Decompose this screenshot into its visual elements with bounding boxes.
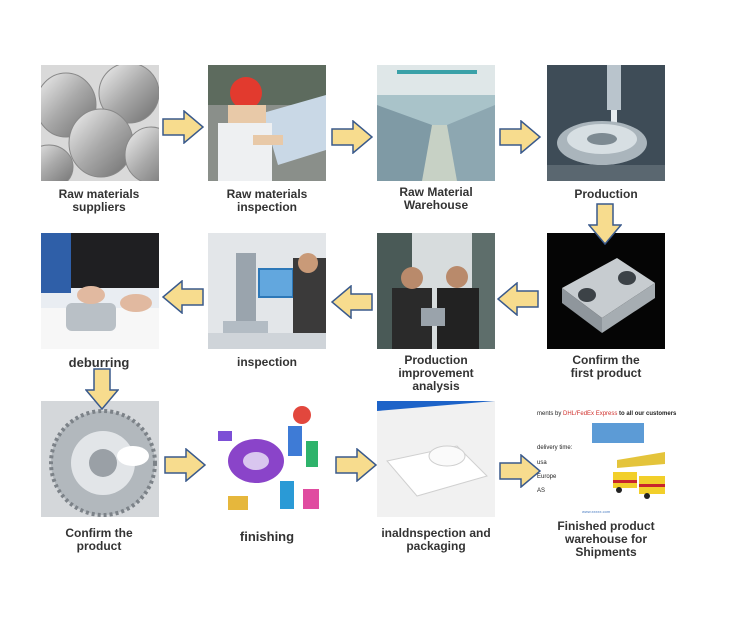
headline-carriers: DHL/FedEx Express: [563, 411, 618, 417]
caption-confirm-the-product: Confirm the product: [24, 527, 174, 553]
cnc-machine-photo: [547, 65, 665, 181]
caption-line: Finished product: [557, 519, 655, 533]
arrow-down-icon: [85, 368, 119, 410]
shipping-headline: ments by DHL/FedEx Express to all our cu…: [537, 411, 676, 417]
arrow-left-icon: [497, 282, 539, 316]
dhl-trucks-icon: [607, 450, 667, 504]
caption-raw-material-warehouse: Raw Material Warehouse: [361, 186, 511, 212]
caption-line: analysis: [412, 379, 460, 393]
caption-line: deburring: [68, 355, 130, 370]
caption-finished-product-warehouse: Finished product warehouse for Shipments: [531, 520, 681, 559]
step-raw-materials-suppliers: [41, 65, 159, 181]
caption-line: Raw Material: [399, 185, 473, 199]
arrow-right-icon: [162, 110, 204, 144]
packaging-photo: [377, 401, 495, 517]
step-finishing: [208, 401, 326, 517]
step-finished-product-warehouse: ments by DHL/FedEx Express to all our cu…: [537, 405, 676, 517]
step-confirm-first-product: [547, 233, 665, 349]
shipping-footer: www.xxxxx.com: [582, 509, 611, 514]
step-inspection: [208, 233, 326, 349]
caption-line: Confirm the: [572, 353, 640, 367]
headline-suffix: to all our customers: [617, 411, 677, 417]
caption-inspection: inspection: [192, 356, 342, 369]
delivery-row-europe: Europe: [537, 474, 557, 480]
workshop-analysis-photo: [377, 233, 495, 349]
caption-production-improvement-analysis: Production improvement analysis: [361, 354, 511, 393]
caption-line: Production: [574, 187, 638, 201]
caption-raw-materials-suppliers: Raw materials suppliers: [24, 188, 174, 214]
arrow-left-icon: [162, 280, 204, 314]
arrow-down-icon: [588, 203, 622, 245]
step-production: [547, 65, 665, 181]
caption-line: Confirm the: [65, 526, 133, 540]
step-raw-materials-inspection: [208, 65, 326, 181]
caption-line: Shipments: [575, 545, 637, 559]
machined-part-photo: [547, 233, 665, 349]
step-deburring: [41, 233, 159, 349]
headline-prefix: ments by: [537, 411, 564, 417]
gear-part-photo: [41, 401, 159, 517]
caption-line: product: [76, 539, 122, 553]
caption-line: Production: [404, 353, 468, 367]
arrow-right-icon: [331, 120, 373, 154]
caption-confirm-first-product: Confirm the first product: [531, 354, 681, 380]
delivery-row-usa: usa: [537, 460, 547, 466]
caption-line: finishing: [239, 529, 295, 544]
step-confirm-the-product: [41, 401, 159, 517]
world-map-icon: [592, 423, 644, 443]
delivery-row-as: AS: [537, 488, 546, 494]
step-production-improvement-analysis: [377, 233, 495, 349]
arrow-right-icon: [499, 454, 541, 488]
caption-production: Production: [531, 188, 681, 201]
caption-line: inspection: [236, 355, 297, 369]
step-raw-material-warehouse: [377, 65, 495, 181]
caption-line: first product: [570, 366, 642, 380]
caption-line: Raw materials: [226, 187, 308, 201]
caption-line: improvement: [398, 366, 474, 380]
warehouse-photo: [377, 65, 495, 181]
caption-line: inspection: [236, 200, 297, 214]
step-final-inspection-packaging: [377, 401, 495, 517]
inspector-photo: [208, 65, 326, 181]
caption-raw-materials-inspection: Raw materials inspection: [192, 188, 342, 214]
anodized-parts-photo: [208, 401, 326, 517]
arrow-left-icon: [331, 285, 373, 319]
steel-bars-photo: [41, 65, 159, 181]
caption-line: packaging: [406, 539, 466, 553]
caption-line: Warehouse: [403, 198, 469, 212]
delivery-time-label: delivery time:: [537, 445, 573, 451]
shipping-info-card: ments by DHL/FedEx Express to all our cu…: [537, 405, 676, 517]
arrow-right-icon: [164, 448, 206, 482]
caption-line: inaldnspection and: [381, 526, 491, 540]
caption-line: warehouse for: [564, 532, 648, 546]
caption-deburring: deburring: [24, 356, 174, 369]
laser-inspection-photo: [208, 233, 326, 349]
caption-line: suppliers: [72, 200, 126, 214]
caption-finishing: finishing: [192, 530, 342, 543]
arrow-right-icon: [499, 120, 541, 154]
caption-final-inspection-packaging: inaldnspection and packaging: [361, 527, 511, 553]
caption-line: Raw materials: [58, 187, 140, 201]
arrow-right-icon: [335, 448, 377, 482]
deburring-photo: [41, 233, 159, 349]
